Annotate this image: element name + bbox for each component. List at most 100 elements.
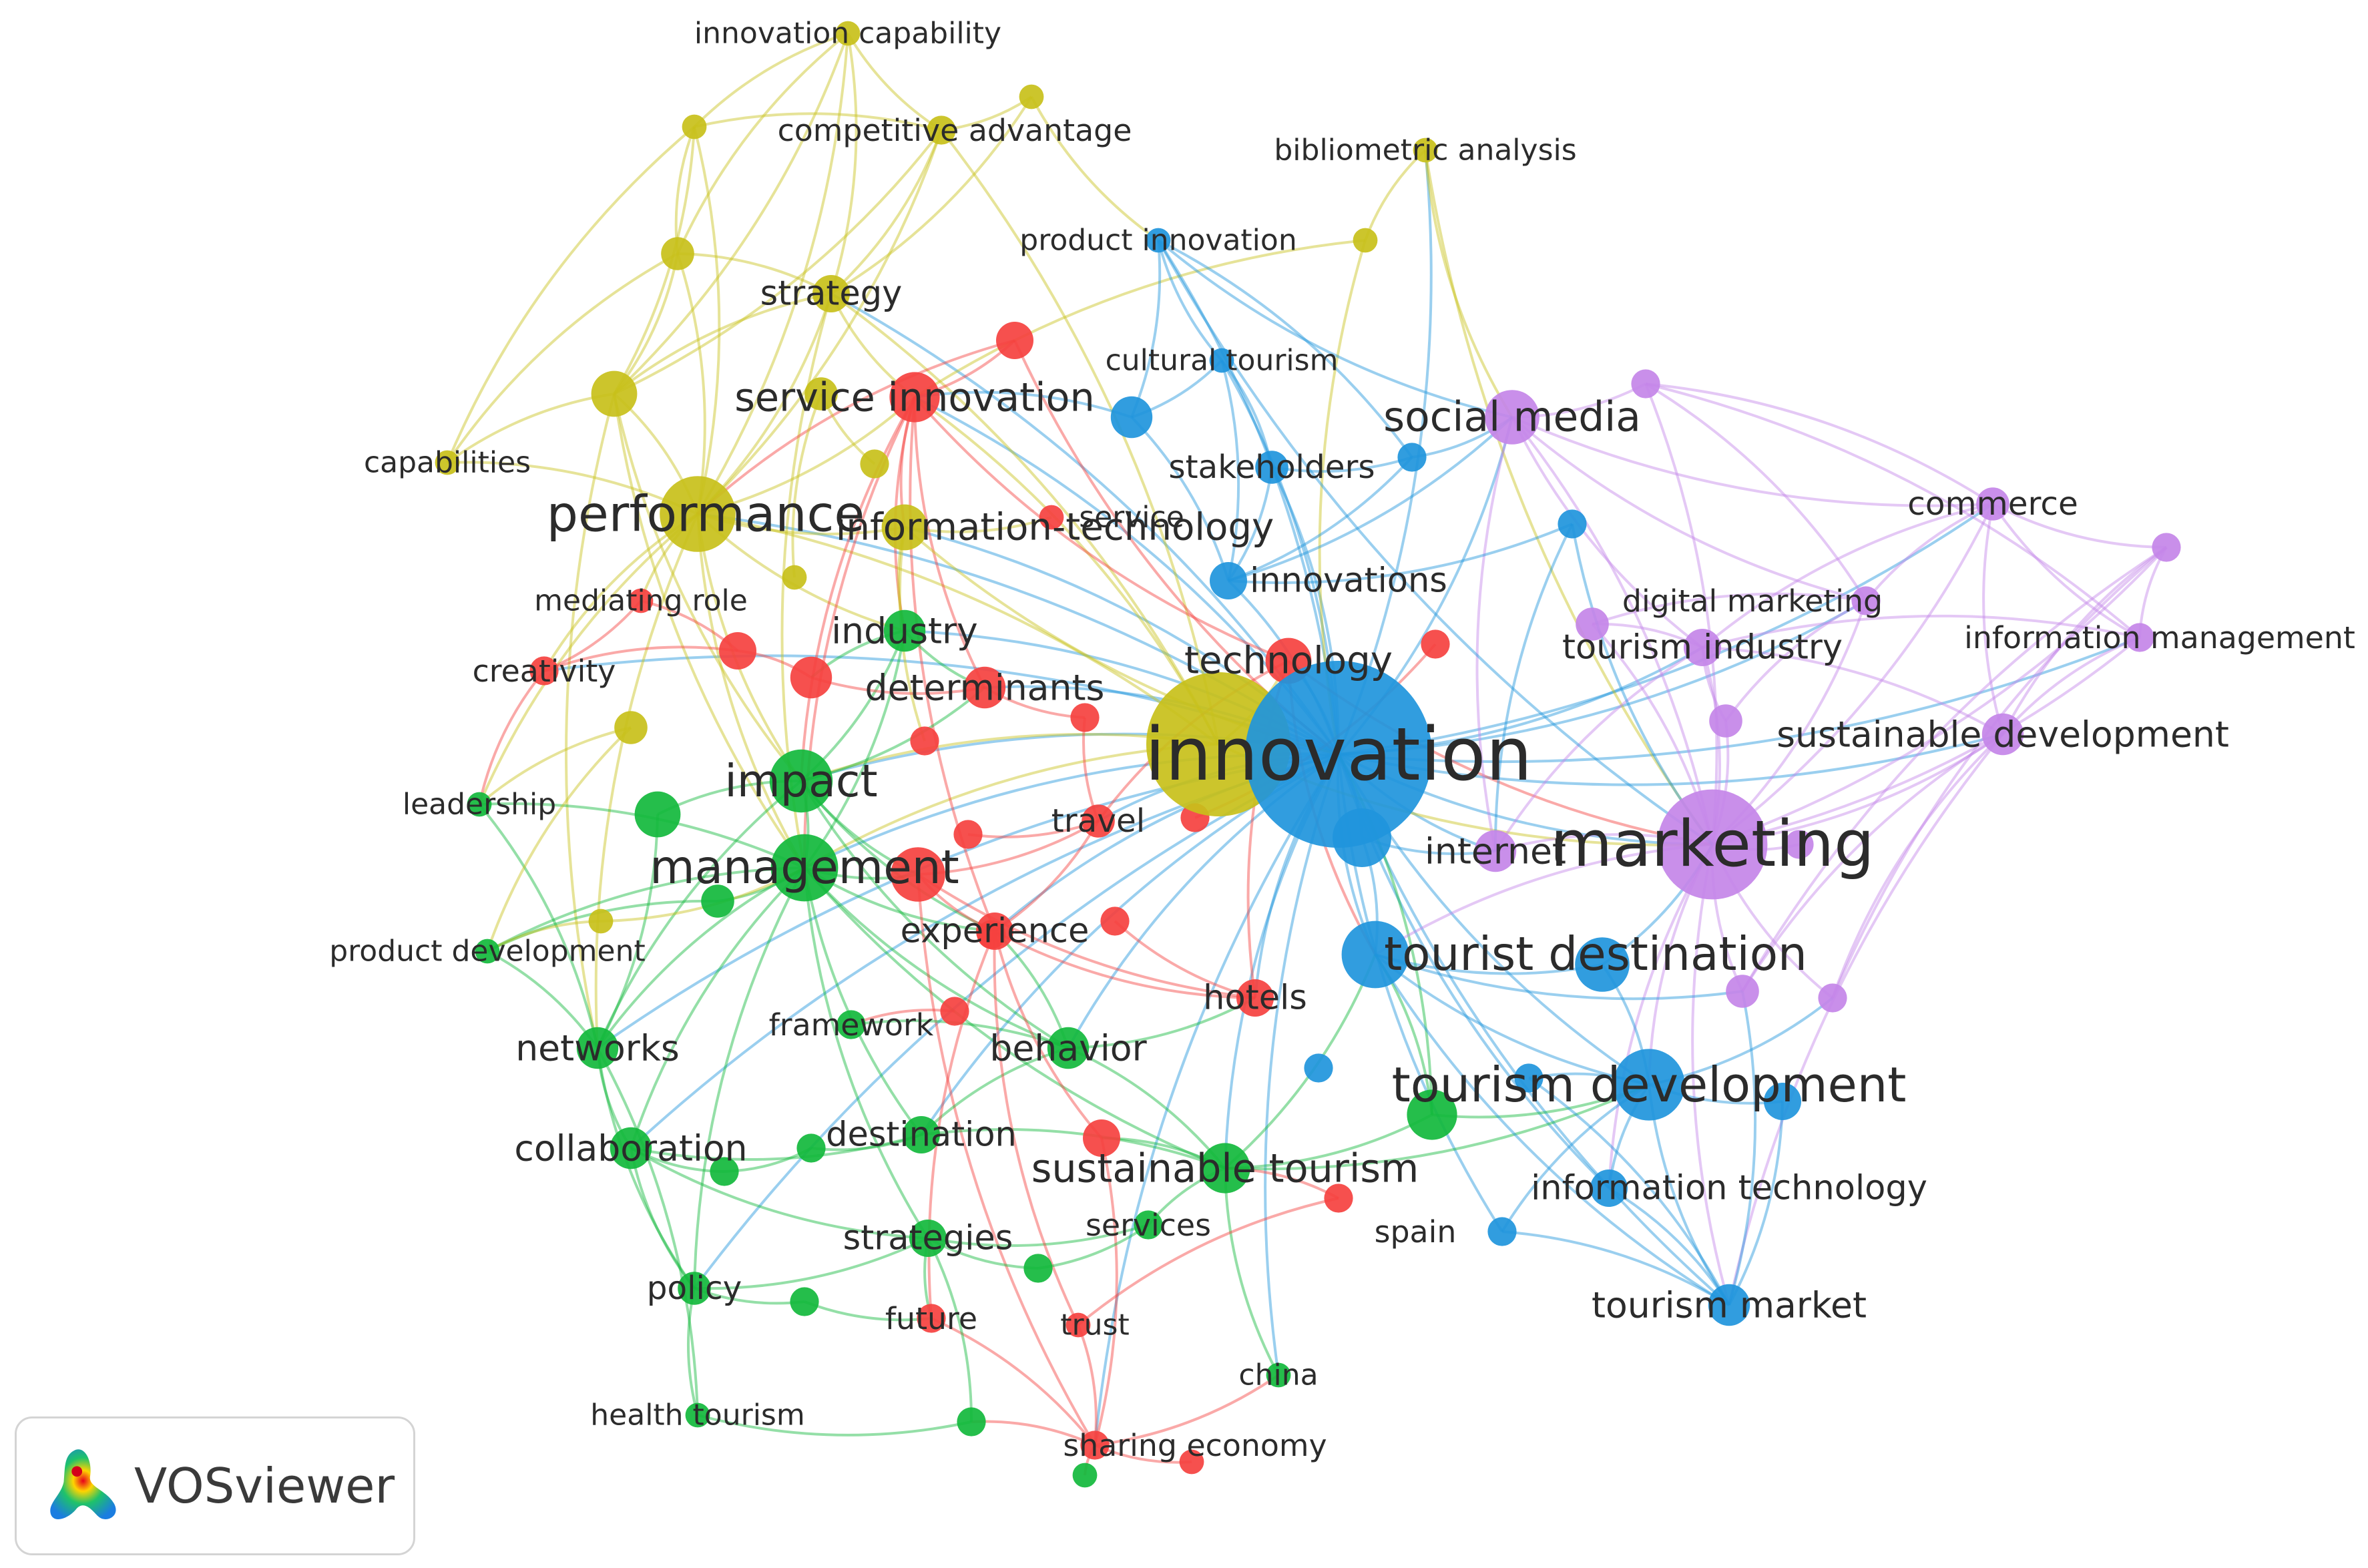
node-y_big[interactable] bbox=[591, 370, 638, 417]
node-y_small5[interactable] bbox=[588, 908, 614, 934]
node-y_small4[interactable] bbox=[614, 711, 648, 744]
node-social-media[interactable] bbox=[1485, 390, 1540, 445]
node-capabilities[interactable] bbox=[435, 450, 460, 475]
node-b_f[interactable] bbox=[1304, 1053, 1333, 1083]
node-g_b[interactable] bbox=[701, 884, 734, 918]
node-leadership[interactable] bbox=[467, 792, 492, 817]
node-p_b[interactable] bbox=[2152, 533, 2181, 562]
node-management[interactable] bbox=[770, 834, 839, 902]
node-y_small2[interactable] bbox=[782, 565, 807, 590]
node-trust[interactable] bbox=[1065, 1312, 1091, 1338]
node-behavior[interactable] bbox=[1047, 1027, 1090, 1069]
node-r_g[interactable] bbox=[1421, 629, 1450, 659]
node-r_c[interactable] bbox=[910, 726, 939, 756]
node-p_e[interactable] bbox=[1785, 830, 1814, 859]
node-g_c[interactable] bbox=[710, 1157, 739, 1186]
node-performance[interactable] bbox=[660, 476, 736, 552]
node-innovations[interactable] bbox=[1210, 562, 1247, 599]
node-internet[interactable] bbox=[1474, 830, 1517, 872]
node-digital-marketing[interactable] bbox=[1851, 586, 1881, 615]
node-innovation[interactable] bbox=[1245, 661, 1432, 848]
node-r_a[interactable] bbox=[719, 632, 756, 670]
node-innovation-capability[interactable] bbox=[835, 21, 861, 46]
node-r_k[interactable] bbox=[1083, 1119, 1120, 1157]
node-spain[interactable] bbox=[1487, 1217, 1517, 1246]
node-china[interactable] bbox=[1266, 1362, 1291, 1388]
node-strategies[interactable] bbox=[909, 1220, 947, 1257]
node-b_g[interactable] bbox=[1514, 1063, 1544, 1093]
node-networks[interactable] bbox=[576, 1027, 619, 1069]
node-g_d[interactable] bbox=[796, 1133, 826, 1163]
node-b_d[interactable] bbox=[1575, 937, 1630, 992]
node-y_small1[interactable] bbox=[804, 377, 838, 411]
link-experience--trust bbox=[993, 931, 1080, 1326]
node-tourist-destination[interactable] bbox=[1341, 921, 1409, 989]
node-y_mid1[interactable] bbox=[1353, 228, 1378, 253]
node-g_a[interactable] bbox=[634, 791, 681, 838]
node-r_d[interactable] bbox=[1070, 703, 1100, 732]
node-framework[interactable] bbox=[837, 1010, 866, 1039]
node-information-technology[interactable] bbox=[1590, 1169, 1628, 1207]
node-information-management[interactable] bbox=[2125, 623, 2154, 652]
node-sharing-economy[interactable] bbox=[1080, 1430, 1110, 1460]
node-y_top2[interactable] bbox=[1019, 84, 1044, 109]
node-r_e[interactable] bbox=[953, 820, 983, 849]
node-mediating-role[interactable] bbox=[628, 588, 654, 613]
node-p_a[interactable] bbox=[1631, 369, 1660, 399]
node-r_b[interactable] bbox=[790, 656, 833, 699]
node-competitive-advantage[interactable] bbox=[927, 115, 956, 145]
node-collaboration[interactable] bbox=[610, 1127, 652, 1169]
node-g_i[interactable] bbox=[1072, 1463, 1098, 1488]
node-tourism-market[interactable] bbox=[1708, 1284, 1750, 1326]
node-y_left2[interactable] bbox=[661, 237, 694, 270]
node-destination[interactable] bbox=[903, 1116, 940, 1153]
node-hotels[interactable] bbox=[1236, 979, 1274, 1017]
node-r_i[interactable] bbox=[1100, 906, 1130, 936]
node-stakeholders[interactable] bbox=[1255, 451, 1288, 484]
node-p_g[interactable] bbox=[1818, 983, 1847, 1013]
node-policy[interactable] bbox=[678, 1272, 711, 1305]
node-y_small3[interactable] bbox=[860, 449, 889, 479]
node-industry[interactable] bbox=[883, 609, 926, 652]
node-p_c[interactable] bbox=[1576, 607, 1609, 641]
node-strategy[interactable] bbox=[812, 275, 850, 312]
node-experience[interactable] bbox=[976, 912, 1013, 950]
node-tourism-industry[interactable] bbox=[1684, 629, 1721, 666]
link-r_l--trust bbox=[1077, 1197, 1339, 1326]
node-determinants[interactable] bbox=[963, 666, 1006, 709]
node-services[interactable] bbox=[1134, 1210, 1163, 1240]
node-marketing[interactable] bbox=[1657, 789, 1768, 900]
node-cultural-tourism[interactable] bbox=[1209, 348, 1234, 373]
node-r_top[interactable] bbox=[996, 322, 1033, 359]
node-creativity[interactable] bbox=[529, 656, 559, 686]
node-r_m[interactable] bbox=[1179, 1449, 1204, 1475]
node-impact[interactable] bbox=[769, 749, 833, 813]
node-future[interactable] bbox=[917, 1304, 946, 1333]
node-health-tourism[interactable] bbox=[685, 1402, 710, 1428]
node-service-innovation[interactable] bbox=[889, 372, 940, 423]
node-b_b[interactable] bbox=[1397, 443, 1427, 472]
node-p_f[interactable] bbox=[1726, 975, 1759, 1008]
node-g_h[interactable] bbox=[957, 1407, 986, 1436]
node-sustainable-development[interactable] bbox=[1981, 713, 2024, 756]
node-b_e[interactable] bbox=[1764, 1083, 1801, 1120]
node-g_e[interactable] bbox=[1407, 1089, 1457, 1140]
node-b_a[interactable] bbox=[1110, 396, 1153, 439]
node-sustainable-tourism[interactable] bbox=[1200, 1143, 1250, 1194]
node-commerce[interactable] bbox=[1976, 487, 2009, 521]
node-travel[interactable] bbox=[1082, 804, 1115, 838]
node-tourism-development[interactable] bbox=[1613, 1049, 1685, 1121]
node-product-development[interactable] bbox=[475, 939, 500, 964]
node-r_j[interactable] bbox=[940, 997, 969, 1026]
node-b_h[interactable] bbox=[1558, 509, 1587, 539]
node-service[interactable] bbox=[1039, 505, 1064, 530]
node-g_g[interactable] bbox=[790, 1287, 819, 1316]
node-r_l[interactable] bbox=[1324, 1184, 1353, 1213]
node-information-technology[interactable] bbox=[881, 504, 928, 551]
node-product-innovation[interactable] bbox=[1146, 228, 1171, 253]
node-bibliometric-analysis[interactable] bbox=[1413, 138, 1438, 163]
node-y_left1[interactable] bbox=[682, 114, 707, 140]
node-r_mgmt[interactable] bbox=[891, 847, 945, 902]
node-p_d[interactable] bbox=[1709, 704, 1742, 738]
node-g_f[interactable] bbox=[1023, 1254, 1053, 1283]
